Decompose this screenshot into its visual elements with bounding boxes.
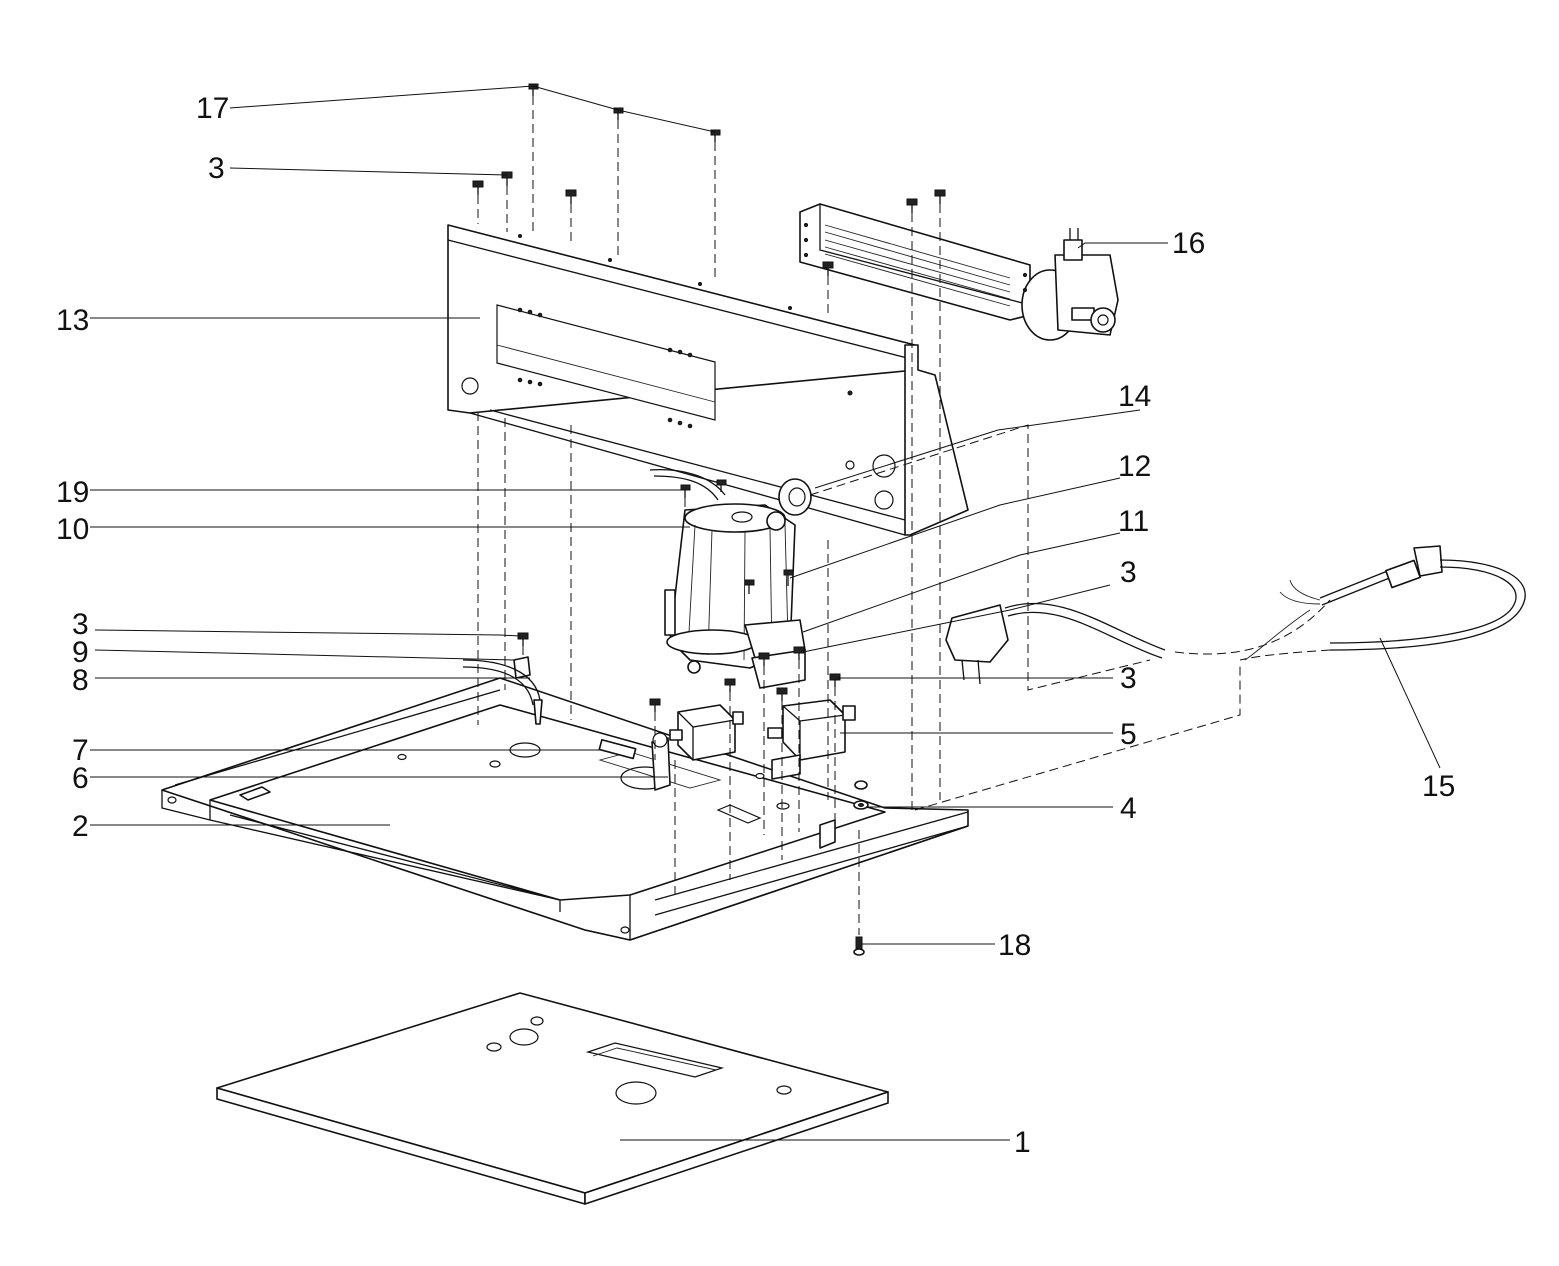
screw-18 xyxy=(853,936,865,956)
callout-2: 2 xyxy=(72,810,89,843)
screw-3e xyxy=(793,646,805,660)
screw-3f xyxy=(758,652,770,666)
callout-17: 17 xyxy=(196,92,229,125)
callout-10: 10 xyxy=(56,513,89,546)
callout-9: 9 xyxy=(72,636,89,669)
screw-3c xyxy=(565,189,577,204)
part-16-tangential-fan xyxy=(799,203,1119,341)
callout-18: 18 xyxy=(998,929,1031,962)
callout-4: 4 xyxy=(1120,792,1137,825)
callout-5: 5 xyxy=(1120,718,1137,751)
screw-3b xyxy=(501,171,513,186)
leader-lines xyxy=(90,85,1441,1141)
callout-3-right-lower: 3 xyxy=(1120,662,1137,695)
callout-14: 14 xyxy=(1118,380,1151,413)
callout-3-right-upper: 3 xyxy=(1120,556,1137,589)
part-13-back-panel xyxy=(447,224,969,536)
callout-6: 6 xyxy=(72,762,89,795)
part-9-sensor-clip xyxy=(513,656,531,679)
part-5-solenoid-valve-right xyxy=(767,699,856,780)
callout-13: 13 xyxy=(56,304,89,337)
part-14-grommet xyxy=(778,478,812,516)
assembly-lines xyxy=(477,96,1241,935)
screw-16a xyxy=(906,198,918,213)
part-4-nut xyxy=(853,780,869,810)
callout-8: 8 xyxy=(72,664,89,697)
screw-17c xyxy=(710,129,721,142)
screw-19 xyxy=(680,484,691,498)
callout-1: 1 xyxy=(1014,1126,1031,1159)
callout-16: 16 xyxy=(1172,227,1205,260)
callout-3-left: 3 xyxy=(72,608,89,641)
part-1-bottom-plate xyxy=(216,992,889,1205)
part-11-bracket xyxy=(744,619,806,689)
part-2-base-tray xyxy=(161,677,969,941)
screw-16b xyxy=(934,189,946,204)
screw-3g xyxy=(829,673,841,687)
callout-15: 15 xyxy=(1422,770,1455,803)
part-8-tube xyxy=(462,659,543,725)
callout-11: 11 xyxy=(1118,505,1149,538)
callout-labels: 17 3 16 13 14 12 19 10 11 3 3 9 8 3 7 5 … xyxy=(56,92,1455,1159)
screw-12 xyxy=(783,569,794,586)
screw-5a xyxy=(724,678,736,692)
screw-5c xyxy=(649,698,661,712)
screw-3a xyxy=(472,180,484,195)
callout-19: 19 xyxy=(56,476,89,509)
callout-3-top: 3 xyxy=(208,152,225,185)
callout-12: 12 xyxy=(1118,450,1151,483)
part-7-fitting xyxy=(598,738,637,760)
part-5-solenoid-valve-left xyxy=(669,704,744,761)
screw-19b xyxy=(716,479,727,492)
part-15-power-cord xyxy=(945,545,1526,685)
screw-16c xyxy=(822,261,834,276)
screw-3d xyxy=(517,632,529,646)
screw-10b xyxy=(744,579,755,594)
screw-5b xyxy=(776,687,788,701)
screws xyxy=(472,83,946,956)
callout-7: 7 xyxy=(72,734,89,767)
